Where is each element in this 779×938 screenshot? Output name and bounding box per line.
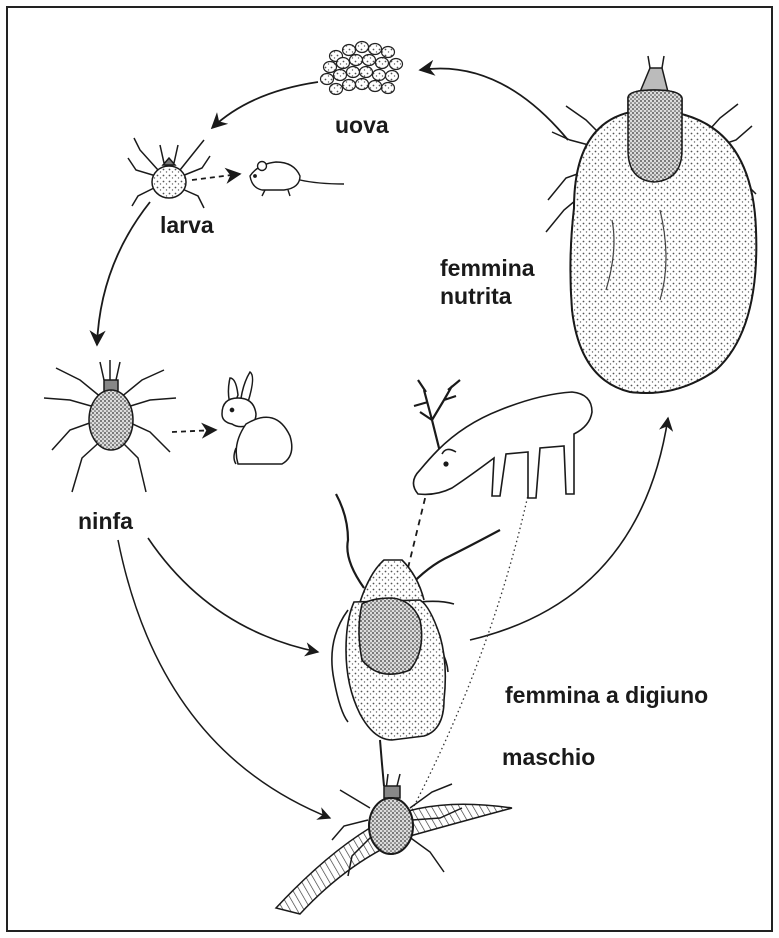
arrow-uova-to-larva bbox=[212, 82, 318, 128]
label-femmina-nutrita: femmina nutrita bbox=[440, 255, 535, 310]
label-larva: larva bbox=[160, 212, 214, 240]
mouse-icon bbox=[250, 162, 344, 197]
label-maschio: maschio bbox=[502, 744, 595, 772]
label-femmina-a-digiuno: femmina a digiuno bbox=[505, 682, 708, 710]
arrow-ninfa-to-femmina bbox=[148, 538, 318, 652]
eggs-icon bbox=[321, 42, 403, 95]
arrow-ninfa-to-rabbit bbox=[172, 430, 216, 432]
label-femmina-nutrita-line1: femmina bbox=[440, 255, 535, 283]
arrow-larva-to-mouse bbox=[192, 174, 240, 180]
unfed-female-tick-icon bbox=[332, 494, 500, 786]
label-ninfa: ninfa bbox=[78, 508, 133, 536]
rabbit-icon bbox=[222, 372, 292, 464]
arrow-larva-to-ninfa bbox=[97, 202, 150, 345]
engorged-female-tick-icon bbox=[546, 56, 756, 393]
larva-tick-icon bbox=[128, 138, 210, 208]
arrow-nutrita-to-uova bbox=[420, 68, 568, 140]
arrow-ninfa-to-maschio bbox=[118, 540, 330, 818]
label-uova: uova bbox=[335, 112, 389, 140]
deer-icon bbox=[413, 380, 592, 498]
nymph-tick-icon bbox=[44, 360, 176, 492]
male-tick-icon bbox=[276, 774, 512, 914]
label-femmina-nutrita-line2: nutrita bbox=[440, 283, 535, 311]
